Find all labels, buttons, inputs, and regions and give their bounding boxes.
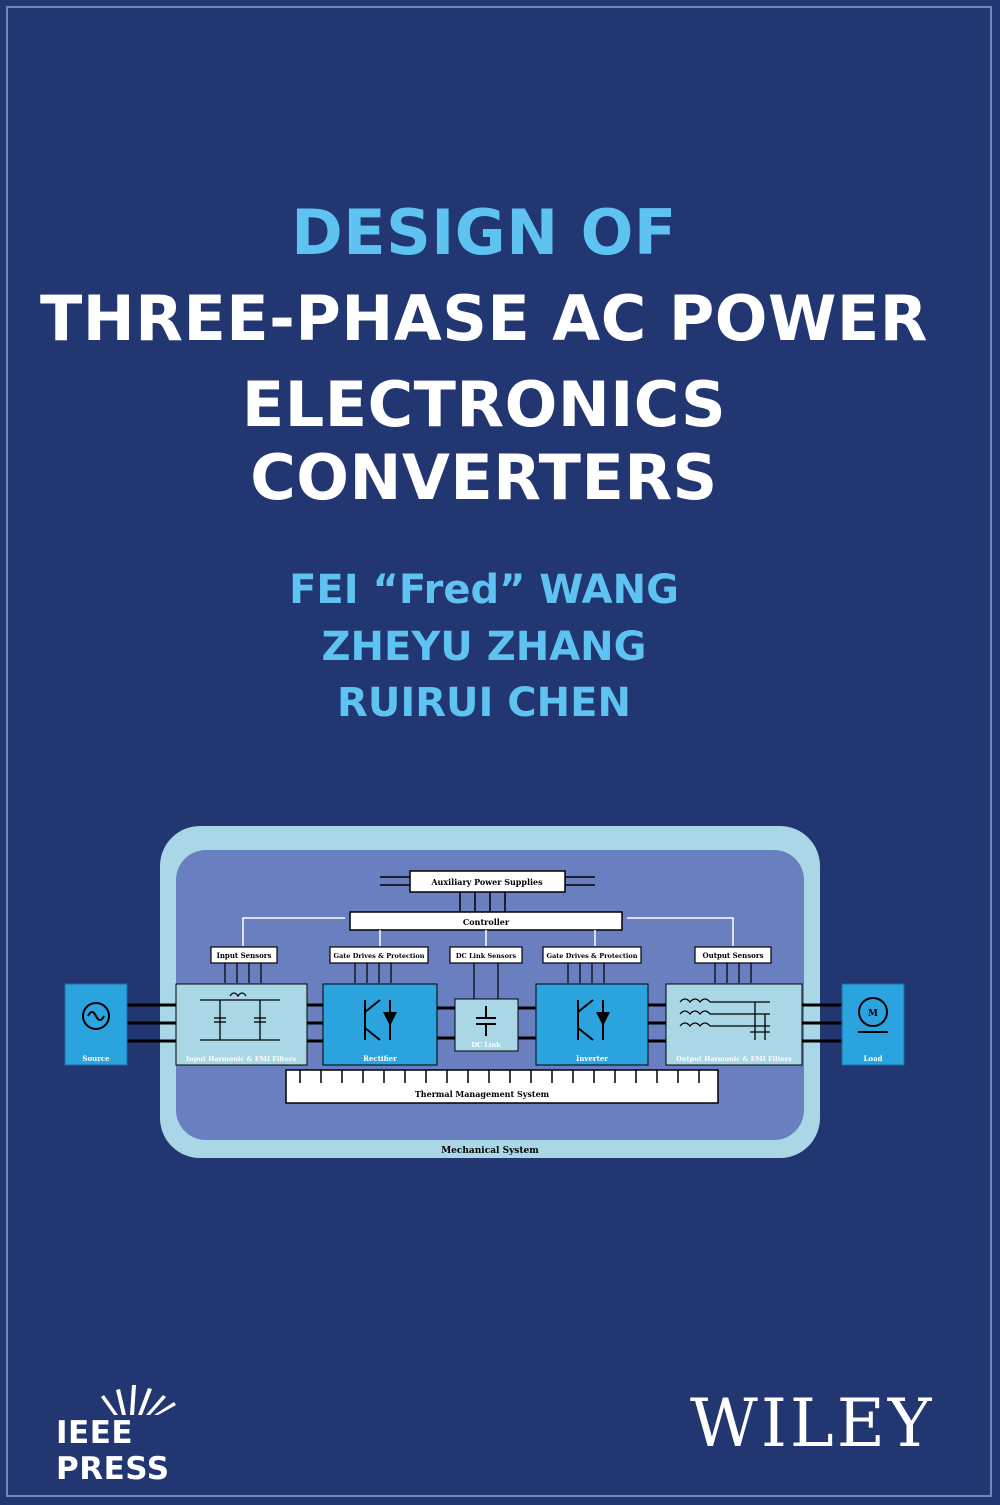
output-filter-icon xyxy=(679,998,770,1040)
rectifier-label: Rectifier xyxy=(363,1054,397,1063)
filter-icon xyxy=(200,992,280,1041)
controller-label: Controller xyxy=(463,917,510,927)
motor-symbol: M xyxy=(868,1009,878,1019)
sensor-arrows xyxy=(224,963,752,1000)
title-line-2: THREE-PHASE AC POWER xyxy=(40,282,928,355)
output-filter-block xyxy=(665,983,803,1066)
output-filter-label: Output Harmonic & EMI Filters xyxy=(676,1055,792,1063)
input-filter-block xyxy=(175,983,308,1066)
output-sensors-label: Output Sensors xyxy=(703,951,764,960)
converter-block-diagram: Mechanical System Auxiliary Power Suppli… xyxy=(64,826,905,1158)
rectifier-block xyxy=(322,983,438,1066)
auxiliary-box xyxy=(409,870,566,893)
load-label: Load xyxy=(863,1054,882,1063)
author-2: ZHEYU ZHANG xyxy=(321,624,647,670)
motor-icon xyxy=(858,997,888,1027)
author-3: RUIRUI CHEN xyxy=(337,680,631,726)
ieee-press-logo: IEEE PRESS xyxy=(56,1385,246,1487)
dc-link-sensors-label: DC Link Sensors xyxy=(456,952,517,960)
load-block xyxy=(841,983,905,1066)
title-line-1: DESIGN OF xyxy=(291,196,677,269)
auxiliary-label: Auxiliary Power Supplies xyxy=(430,877,543,887)
mechanical-label: Mechanical System xyxy=(441,1146,539,1156)
controller-links xyxy=(242,917,734,946)
wiley-logo: WILEY xyxy=(690,1385,935,1462)
capacitor-icon xyxy=(476,1006,496,1036)
author-1: FEI “Fred” WANG xyxy=(289,567,679,613)
ac-source-icon xyxy=(82,1002,110,1030)
dc-link-label: DC Link xyxy=(471,1041,501,1049)
title-line-3: ELECTRONICS CONVERTERS xyxy=(241,368,727,514)
inverter-block xyxy=(535,983,649,1066)
gate-drives-2-label: Gate Drives & Protection xyxy=(547,952,638,960)
inner-system-area xyxy=(176,850,804,1140)
source-label: Source xyxy=(82,1054,110,1063)
power-lines xyxy=(127,1003,842,1043)
auxiliary-arrows xyxy=(380,876,595,912)
thermal-label: Thermal Management System xyxy=(415,1089,550,1099)
source-block xyxy=(64,983,128,1066)
ieee-burst-icon xyxy=(101,1385,176,1415)
sensor-row: Input Sensors Gate Drives & Protection D… xyxy=(210,946,772,964)
heatsink-fins xyxy=(299,1070,700,1083)
input-sensors-label: Input Sensors xyxy=(217,951,272,960)
gate-drives-1-label: Gate Drives & Protection xyxy=(334,952,425,960)
thermal-block xyxy=(285,1069,719,1104)
input-filter-label: Input Harmonic & EMI Filters xyxy=(186,1055,296,1063)
inverter-label: Inverter xyxy=(576,1054,608,1063)
ieee-press-text: IEEE PRESS xyxy=(56,1415,170,1487)
